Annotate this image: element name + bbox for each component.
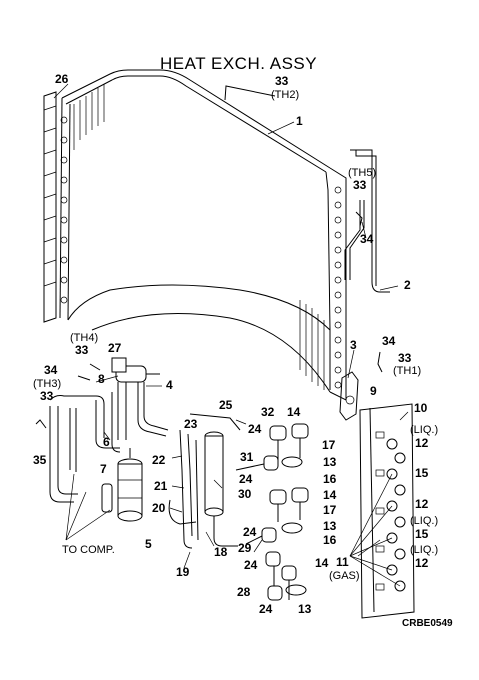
label-30: 30 (238, 487, 252, 501)
label-3: 3 (350, 338, 357, 352)
label-12-top: 12 (415, 436, 429, 450)
drawing-code: CRBE0549 (402, 618, 453, 629)
four-way-valve-part-4 (111, 365, 169, 453)
sensor-34b (77, 375, 91, 381)
diagram-title: HEAT EXCH. ASSY (160, 54, 317, 73)
label-th1: (TH1) (393, 365, 421, 377)
bracket-part-3 (339, 371, 359, 421)
label-15-top: 15 (415, 466, 429, 480)
valve-set-lower (265, 551, 307, 601)
thermistor-th4 (89, 363, 101, 371)
label-13-top: 13 (323, 455, 337, 469)
label-23: 23 (184, 417, 198, 431)
label-th4: (TH4) (70, 332, 98, 344)
label-22: 22 (152, 453, 166, 467)
thermistor-th2 (224, 85, 276, 101)
label-12-mid: 12 (415, 497, 429, 511)
valve-set-middle (245, 487, 309, 545)
label-13-mid: 13 (323, 519, 337, 533)
label-33-th5: 33 (353, 178, 367, 192)
label-2: 2 (404, 278, 411, 292)
label-7: 7 (100, 462, 107, 476)
label-18: 18 (214, 545, 228, 559)
thermistor-th5 (355, 211, 363, 227)
label-26: 26 (55, 72, 69, 86)
label-20: 20 (152, 501, 166, 515)
label-25: 25 (219, 398, 233, 412)
label-10: 10 (414, 401, 428, 415)
label-24-top: 24 (248, 422, 262, 436)
label-liq-3: (LIQ.) (410, 544, 438, 556)
distributor-panel-part-10 (359, 403, 415, 619)
heat-exchanger-coil (59, 69, 347, 401)
label-th5: (TH5) (348, 167, 376, 179)
side-plate-part-26 (43, 91, 57, 323)
label-35: 35 (33, 453, 47, 467)
label-12-bottom: 12 (415, 556, 429, 570)
label-6: 6 (103, 435, 110, 449)
label-1: 1 (296, 114, 303, 128)
label-34-left: 34 (44, 363, 58, 377)
label-th3: (TH3) (33, 378, 61, 390)
label-4: 4 (166, 378, 173, 392)
label-29: 29 (238, 541, 252, 555)
label-24-second: 24 (239, 472, 253, 486)
label-27: 27 (108, 341, 122, 355)
label-gas: (GAS) (329, 570, 360, 582)
label-5: 5 (145, 537, 152, 551)
label-31: 31 (240, 450, 254, 464)
label-21: 21 (154, 479, 168, 493)
label-34-top: 34 (360, 232, 374, 246)
label-33-th3: 33 (40, 389, 54, 403)
label-14-bottom: 14 (315, 556, 329, 570)
pipe-part-2 (344, 149, 390, 293)
to-comp-leaders (65, 473, 111, 541)
leader-lines (53, 83, 409, 569)
label-liq-2: (LIQ.) (410, 515, 438, 527)
thermistor-th3 (35, 419, 47, 429)
thermistor-th1 (377, 351, 383, 373)
label-14-mid: 14 (323, 488, 337, 502)
capillary-assembly-part-21 (168, 413, 241, 549)
label-15-mid: 15 (415, 527, 429, 541)
receiver-part-25 (204, 431, 238, 547)
label-17-top: 17 (322, 438, 336, 452)
label-24-bottom: 24 (259, 602, 273, 616)
label-13-bottom: 13 (298, 602, 312, 616)
label-33-th4: 33 (75, 343, 89, 357)
label-16-top: 16 (323, 472, 337, 486)
label-34-right: 34 (382, 334, 396, 348)
label-19: 19 (176, 565, 190, 579)
part-labels: 26 33 (TH2) 1 (TH5) 33 34 2 (TH4) 33 27 … (33, 72, 438, 616)
label-24-fourth: 24 (244, 558, 258, 572)
label-32: 32 (261, 405, 275, 419)
label-9: 9 (370, 384, 377, 398)
label-11: 11 (336, 555, 349, 569)
label-14-top: 14 (287, 405, 301, 419)
label-th2: (TH2) (271, 89, 299, 101)
label-liq-1: (LIQ.) (410, 424, 438, 436)
leader-lines-part-11 (349, 473, 401, 587)
coil-part-27 (111, 357, 127, 373)
label-28: 28 (237, 585, 251, 599)
label-8: 8 (98, 372, 105, 386)
label-33-th1: 33 (398, 351, 412, 365)
label-16-mid: 16 (323, 533, 337, 547)
compressor-part-5 (117, 448, 143, 522)
label-33-th2: 33 (275, 74, 289, 88)
to-comp-note: TO COMP. (62, 544, 115, 556)
suction-pipe-part-6 (49, 395, 120, 503)
valve-set-upper (235, 423, 309, 471)
label-17-mid: 17 (323, 503, 337, 517)
muffler-part-7 (101, 483, 113, 513)
label-24-third: 24 (243, 525, 257, 539)
